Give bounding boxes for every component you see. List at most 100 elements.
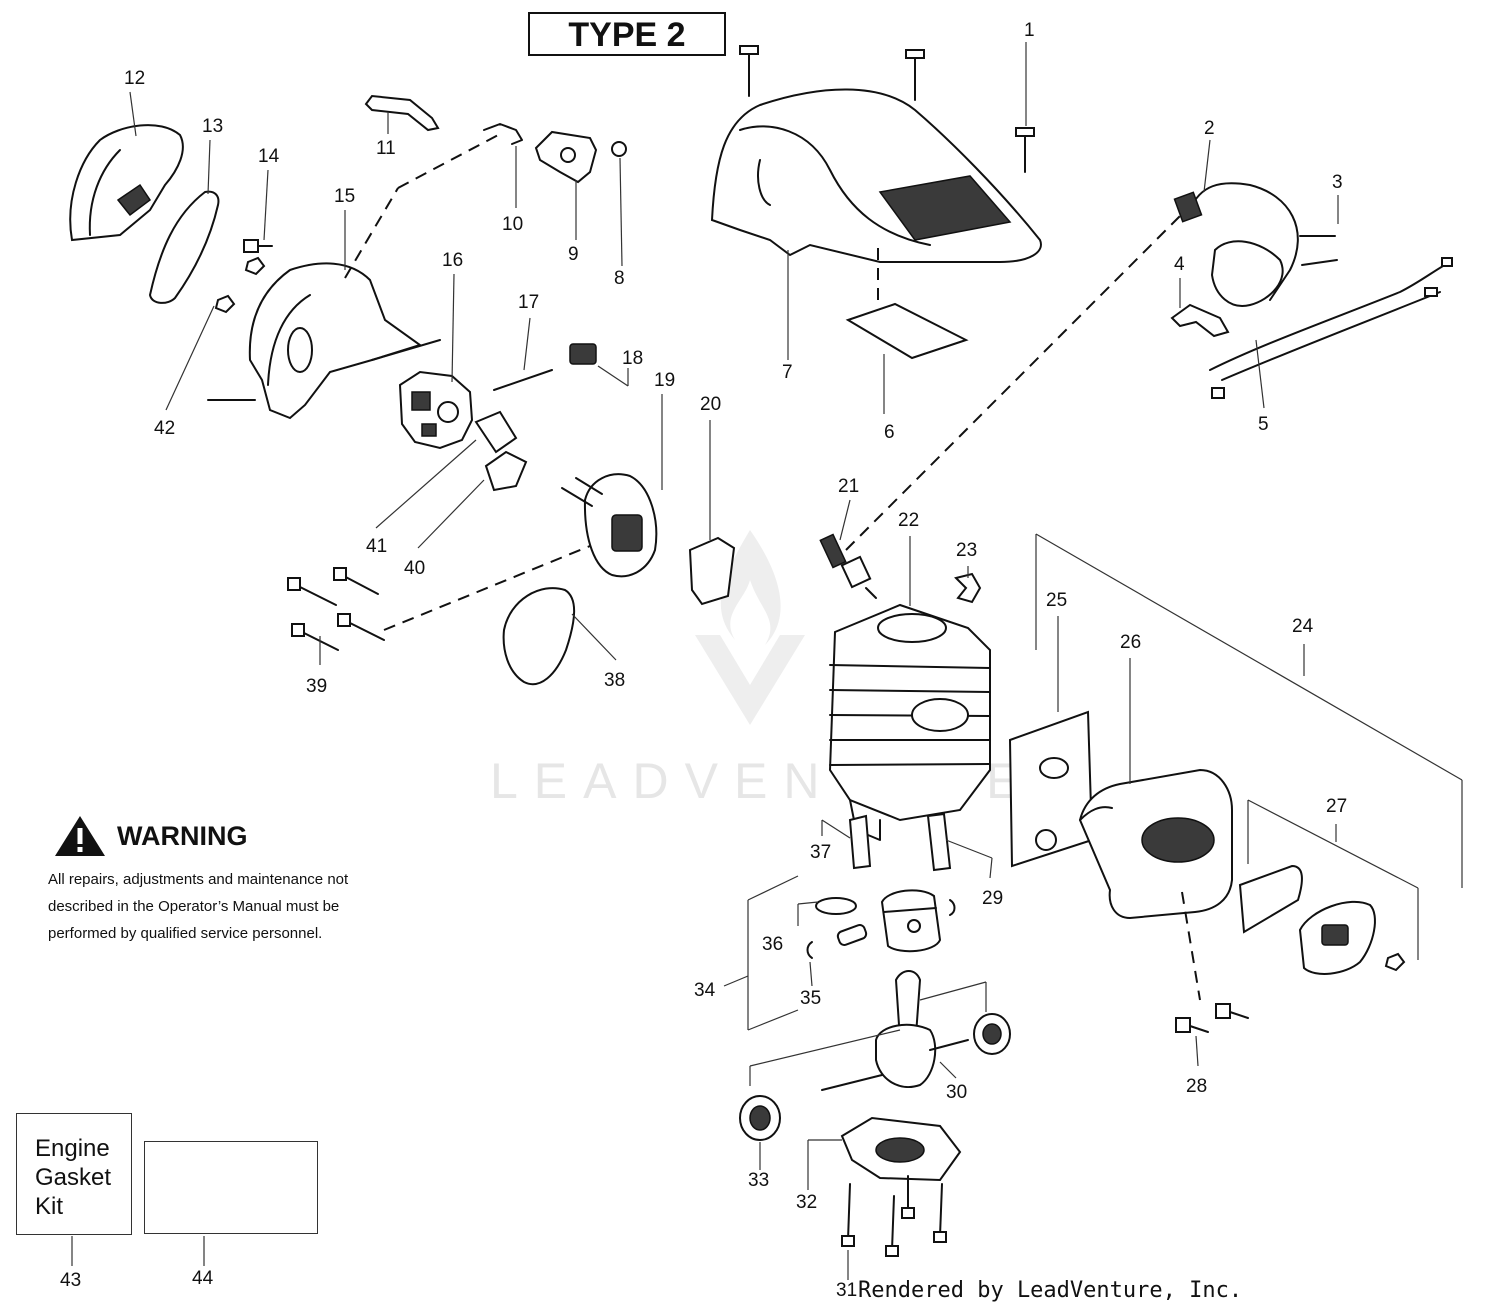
kit-line-1: Engine [35, 1135, 110, 1162]
callout-29: 29 [982, 888, 1003, 909]
callout-4: 4 [1174, 254, 1185, 275]
callout-30: 30 [946, 1082, 967, 1103]
piston-ring [815, 897, 857, 915]
cylinder-clip [954, 572, 982, 604]
muffler-gasket [1008, 710, 1094, 868]
spark-arrestor [1238, 864, 1406, 975]
callout-7: 7 [782, 362, 793, 383]
choke-rod [483, 123, 523, 145]
callout-34: 34 [694, 980, 716, 1001]
pulse-rod [493, 369, 553, 391]
kit-line-2: Gasket [35, 1164, 112, 1191]
callout-labels: 1 2 3 4 5 6 7 8 9 10 11 12 13 14 15 16 1… [60, 20, 1347, 1301]
callout-8: 8 [614, 268, 625, 289]
crankshaft [821, 970, 969, 1091]
air-box [207, 262, 441, 420]
bearing-left [739, 1095, 781, 1141]
callout-11: 11 [376, 138, 396, 159]
intake-manifold [561, 473, 658, 578]
manifold-bolts [287, 567, 385, 651]
callout-12: 12 [124, 68, 145, 89]
callout-16: 16 [442, 250, 463, 271]
throttle-lever [364, 94, 440, 132]
crankcase-bolts [841, 1175, 947, 1257]
base-gasket-right [926, 812, 952, 872]
callout-2: 2 [1204, 118, 1215, 139]
callout-23: 23 [956, 540, 977, 561]
piston-pin [836, 924, 868, 946]
carb-gasket [484, 450, 528, 492]
muffler [1078, 768, 1233, 920]
bearing-right [973, 1013, 1011, 1055]
callout-41: 41 [366, 536, 387, 557]
callout-15: 15 [334, 186, 355, 207]
spark-plug [819, 533, 877, 599]
watermark-logo [695, 530, 805, 725]
circlip-right [949, 899, 956, 916]
callout-44: 44 [192, 1268, 214, 1289]
callout-28: 28 [1186, 1076, 1207, 1097]
callout-19: 19 [654, 370, 675, 391]
callout-33: 33 [748, 1170, 769, 1191]
warning-heading: WARNING [53, 814, 408, 858]
nuts [214, 256, 266, 314]
callout-40: 40 [404, 558, 425, 579]
callout-43: 43 [60, 1270, 81, 1291]
manifold-seal [502, 587, 576, 686]
engine-gasket-kit-box: Engine Gasket Kit [16, 1113, 132, 1235]
filter-screw [243, 239, 273, 253]
callout-24: 24 [1292, 616, 1314, 637]
type-label: TYPE 2 [528, 12, 726, 56]
muffler-screws [1175, 1003, 1249, 1033]
callout-36: 36 [762, 934, 783, 955]
callout-38: 38 [604, 670, 625, 691]
callout-20: 20 [700, 394, 721, 415]
callout-18: 18 [622, 348, 643, 369]
circlip [806, 941, 813, 959]
callout-25: 25 [1046, 590, 1067, 611]
carburetor [398, 370, 474, 450]
air-filter-cover [69, 124, 184, 242]
top-cover [710, 88, 1042, 300]
warning-title: WARNING [117, 820, 248, 851]
choke-bracket [534, 130, 598, 184]
piston [880, 889, 942, 953]
leader-lines [71, 42, 1463, 1280]
warning-text: All repairs, adjustments and maintenance… [48, 871, 349, 942]
callout-6: 6 [884, 422, 895, 443]
callout-14: 14 [258, 146, 280, 167]
callout-17: 17 [518, 292, 539, 313]
wire-harness [1209, 257, 1453, 399]
kit-line-3: Kit [35, 1193, 64, 1220]
intake-tube [474, 410, 518, 454]
footer-credit: Rendered by LeadVenture, Inc. [858, 1278, 1243, 1303]
bracket [1170, 303, 1230, 338]
intake-gasket [688, 536, 736, 606]
callout-27: 27 [1326, 796, 1347, 817]
cover-pad [845, 302, 969, 360]
callout-42: 42 [154, 418, 175, 439]
clip [611, 141, 627, 157]
callout-31: 31 [836, 1280, 857, 1301]
cover-screws [739, 45, 1035, 173]
callout-3: 3 [1332, 172, 1343, 193]
callout-22: 22 [898, 510, 919, 531]
callout-32: 32 [796, 1192, 817, 1213]
air-filter [148, 190, 220, 304]
cylinder [828, 603, 991, 841]
base-gasket-left [848, 814, 872, 870]
warning-block: WARNING All repairs, adjustments and mai… [48, 814, 408, 947]
crankcase [840, 1116, 962, 1182]
warning-triangle-icon [55, 816, 105, 856]
tool-box [144, 1141, 318, 1234]
callout-37: 37 [810, 842, 831, 863]
callout-39: 39 [306, 676, 327, 697]
ignition-coil [1173, 182, 1338, 307]
callout-21: 21 [838, 476, 859, 497]
callout-35: 35 [800, 988, 821, 1009]
callout-10: 10 [502, 214, 523, 235]
callout-5: 5 [1258, 414, 1269, 435]
callout-1: 1 [1024, 20, 1035, 41]
callout-13: 13 [202, 116, 223, 137]
